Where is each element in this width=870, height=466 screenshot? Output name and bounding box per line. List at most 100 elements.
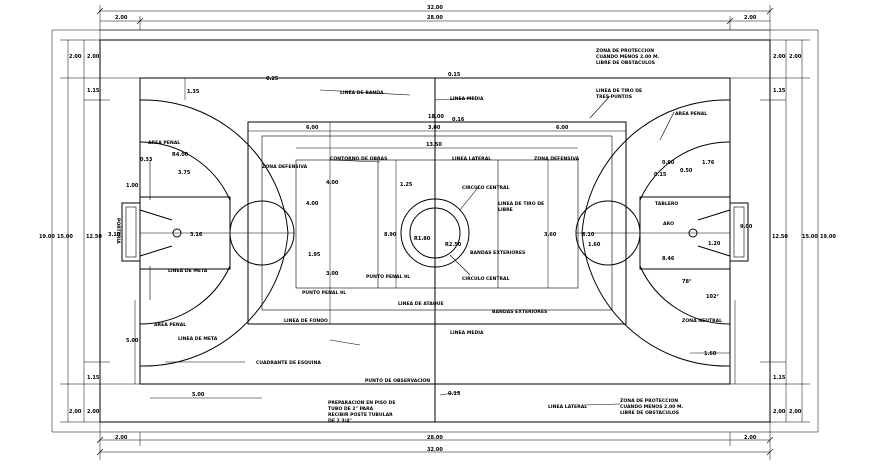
- dim-016: 0.16: [452, 117, 465, 123]
- label-linea-media-bot: LINEA MEDIA: [450, 330, 484, 336]
- label-preparacion-4: DE 2 3/4": [328, 418, 352, 424]
- dim-right-115-bot: 1.15: [773, 375, 786, 381]
- dim-400-b: 4.00: [306, 201, 319, 207]
- label-linea-tiro-tres-2: TRES PUNTOS: [596, 94, 632, 100]
- inner-court-band: [261, 135, 613, 311]
- label-preparacion-3: RECIBIR POSTE TUBULAR: [328, 412, 393, 418]
- dim-left-bot1: 2.00: [69, 409, 82, 415]
- left-penalty-arc-top: [139, 141, 231, 201]
- dim-100: 1.00: [126, 183, 139, 189]
- left-penalty-arc-bot: [139, 265, 231, 325]
- dim-300: 3.00: [428, 125, 441, 131]
- center-circle-inner: [409, 207, 461, 259]
- dim-846: 8.46: [662, 256, 675, 262]
- inner-dimension-lines: [134, 78, 736, 399]
- dim-500: 5.00: [126, 338, 139, 344]
- label-linea-ataque: LINEA DE ATAQUE: [398, 301, 444, 307]
- dim-bottom-left: 2.00: [115, 435, 128, 441]
- inner-court-outline: [247, 121, 627, 325]
- label-zona-neutral: ZONA NEUTRAL: [682, 318, 722, 324]
- dim-176: 1.76: [702, 160, 715, 166]
- right-dimension-chains: 19.00 15.00 12.50 2.00 2.00 2.00 2.00 1.…: [730, 30, 836, 432]
- dim-360: 3.60: [544, 232, 557, 238]
- dim-bottom-mid: 28.00: [427, 435, 443, 441]
- label-linea-lateral-top: LINEA LATERAL: [452, 156, 491, 162]
- center-circle-outer: [400, 198, 470, 268]
- top-dimension-chains: 32.00 28.00 2.00 2.00: [52, 5, 818, 31]
- label-area-penal-top: AREA PENAL: [148, 140, 180, 146]
- dim-bottom-total: 32.00: [427, 447, 443, 453]
- dim-060: 0.60: [662, 160, 675, 166]
- label-preparacion-2: TUBO DE 2" PARA: [328, 406, 374, 412]
- bottom-dimension-chains: 28.00 32.00 2.00 2.00: [52, 431, 818, 460]
- dim-bottom-right: 2.00: [744, 435, 757, 441]
- right-hoop: [688, 228, 698, 238]
- label-linea-tiro-libre-2: LIBRE: [498, 207, 513, 213]
- dim-120: 1.20: [708, 241, 721, 247]
- dim-left-115-bot: 1.15: [87, 375, 100, 381]
- dim-600-l: 6.00: [306, 125, 319, 131]
- dim-left-top2: 2.00: [87, 54, 100, 60]
- label-linea-tiro-libre-1: LINEA DE TIRO DE: [498, 201, 544, 207]
- left-hoop: [172, 228, 182, 238]
- dim-top-mid: 28.00: [427, 15, 443, 21]
- label-linea-de-meta-l: LINEA DE META: [168, 268, 208, 274]
- label-cuadrante-esquina: CUADRANTE DE ESQUINA: [256, 360, 321, 366]
- left-dimension-chains: 19.00 15.00 12.50 2.00 2.00 2.00 2.00 1.…: [39, 30, 140, 432]
- label-punto-penal-r: PUNTO PENAL 9L: [302, 290, 346, 296]
- dim-135: 1.35: [187, 89, 200, 95]
- left-goal: [121, 202, 141, 262]
- label-zona-proteccion-top-1: ZONA DE PROTECCION: [596, 48, 654, 54]
- right-end-markings: [575, 99, 749, 367]
- dim-left-total: 19.00: [39, 234, 55, 240]
- label-aro-r: ARO: [663, 221, 674, 227]
- label-preparacion-1: PREPARACION EN PISO DE: [328, 400, 396, 406]
- inner-dimension-numbers: 6.00 3.00 6.00 13.50 18.00 0.15 0.15 0.2…: [108, 72, 753, 398]
- dim-right-top1: 2.00: [789, 54, 802, 60]
- label-punto-penal-l: PUNTO PENAL 9L: [366, 274, 410, 280]
- dim-195: 1.95: [308, 252, 321, 258]
- dim-right-mid: 15.00: [802, 234, 818, 240]
- dim-125: 1.25: [400, 182, 413, 188]
- label-area-penal-r: AREA PENAL: [675, 111, 707, 117]
- dim-top-right: 2.00: [744, 15, 757, 21]
- dim-left-inner: 12.50: [86, 234, 102, 240]
- dim-1800: 18.00: [428, 114, 444, 120]
- attack-zone-rect: [295, 159, 579, 289]
- label-zona-proteccion-top-2: CUANDO MENOS 2.00 M.: [596, 54, 660, 60]
- label-tablero: TABLERO: [655, 201, 678, 207]
- dim-right-bot2: 2.00: [773, 409, 786, 415]
- dim-310: 3.10: [108, 232, 121, 238]
- dim-r250: R2.50: [445, 242, 462, 248]
- dim-right-115-top: 1.15: [773, 88, 786, 94]
- dim-right-total: 19.00: [820, 234, 836, 240]
- label-porteria: PORTERIA: [115, 218, 121, 244]
- dim-015-top: 0.15: [448, 72, 461, 78]
- dim-left-top1: 2.00: [69, 54, 82, 60]
- dim-top-total: 32.00: [427, 5, 443, 11]
- dim-top-left: 2.00: [115, 15, 128, 21]
- label-area-penal-bot: AREA PENAL: [154, 322, 186, 328]
- dim-left-mid: 15.00: [57, 234, 73, 240]
- label-linea-lateral-bot: LINEA LATERAL: [548, 404, 587, 410]
- label-zona-proteccion-bot-1: ZONA DE PROTECCION: [620, 398, 678, 404]
- dim-025: 0.25: [266, 76, 279, 82]
- dim-500-b: 5.00: [192, 392, 205, 398]
- label-circulo-central-top: CIRCULO CENTRAL: [462, 185, 510, 191]
- label-linea-de-banda: LINEA DE BANDA: [340, 90, 384, 96]
- label-linea-meta-bot: LINEA DE META: [178, 336, 218, 342]
- label-punto-observacion: PUNTO DE OBSERVACION: [365, 378, 430, 384]
- dim-610: 6.10: [582, 232, 595, 238]
- right-penalty-arc-bot: [639, 265, 731, 325]
- dim-1350: 13.50: [426, 142, 442, 148]
- dim-160-b: 1.60: [704, 351, 717, 357]
- label-bandas-exteriores: BANDAS EXTERIORES: [470, 250, 525, 256]
- right-penalty-arc-top: [639, 141, 731, 201]
- dim-102: 102°: [706, 294, 719, 300]
- dim-r400: R4.00: [172, 152, 189, 158]
- dim-right-bot1: 2.00: [789, 409, 802, 415]
- label-circulo-central-mid: CIRCULO CENTRAL: [462, 276, 510, 282]
- dim-316: 3.16: [190, 232, 203, 238]
